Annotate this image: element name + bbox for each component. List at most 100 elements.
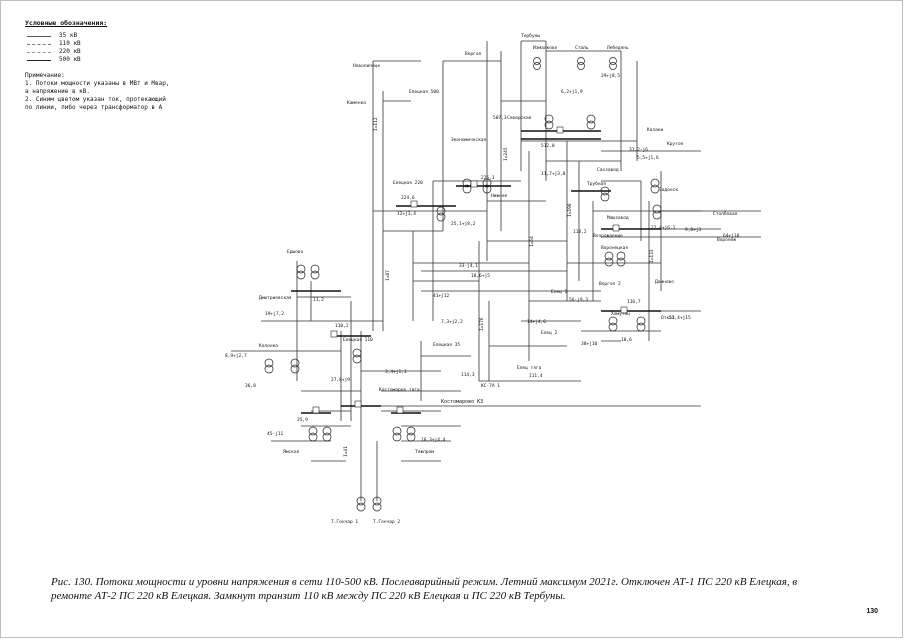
transformer-icon	[604, 251, 614, 267]
legend-label: 110 кВ	[59, 40, 81, 47]
transformer-icon	[406, 426, 416, 442]
node-label: Тяжпром	[415, 449, 434, 455]
scheme-labels: Новолипецк Елецкая 500 Елецкая 220 Елецк…	[225, 32, 740, 525]
switch-box	[612, 224, 620, 232]
voltage-label: 114,3	[461, 372, 475, 378]
transformer-icon	[310, 264, 320, 280]
network-scheme: Новолипецк Елецкая 500 Елецкая 220 Елецк…	[225, 32, 761, 525]
legend-line-swatch	[27, 36, 51, 37]
current-label: I=198	[567, 203, 573, 217]
node-label: Хомутец	[611, 311, 630, 317]
switch-box	[470, 180, 478, 188]
voltage-label: 111,4	[529, 373, 543, 379]
current-label: I=133	[649, 249, 655, 263]
transformer-icon	[609, 57, 617, 70]
voltage-label: 507,3	[493, 115, 507, 121]
legend-line-swatch	[27, 52, 51, 53]
node-label: Столбовая	[713, 210, 738, 217]
transformer-icon	[392, 426, 402, 442]
legend-label: 220 кВ	[59, 48, 81, 55]
node-label: Нижнее	[491, 193, 508, 199]
node-label: Сахзавод	[597, 167, 619, 173]
node-label: Задонск	[659, 187, 678, 193]
node-label: Возрождение	[593, 233, 623, 239]
node-label: Крутое	[667, 141, 684, 147]
node-label: Костомаров тяга	[379, 387, 420, 393]
legend-row: 220 кВ	[25, 48, 185, 56]
node-label: Дмитриевская	[259, 295, 292, 301]
flow-label: 56-j9,3	[569, 297, 588, 303]
note-line: Примечание:	[25, 72, 65, 79]
flow-label: 5,5+j1,6	[637, 155, 659, 161]
legend-row: 500 кВ	[25, 56, 185, 64]
transformer-icon	[650, 178, 660, 194]
scheme-wires	[231, 40, 761, 501]
voltage-label: 226,1	[481, 175, 495, 181]
switch-box	[330, 330, 338, 338]
node-label: Сталь	[575, 45, 589, 51]
node-label: Трубная	[587, 180, 606, 187]
note-line: 2. Синим цветом указан ток, протекающий	[25, 96, 166, 103]
transformer-icon	[577, 57, 585, 70]
node-label: Елец тяга	[517, 365, 542, 371]
transformer-icon	[482, 178, 492, 194]
legend-notes: Примечание: 1. Потоки мощности указаны в…	[25, 72, 185, 112]
flow-label: 38+j10	[581, 341, 598, 347]
flow-label: 31,2-j6	[629, 147, 648, 153]
note-line: а напряжение в кВ.	[25, 88, 91, 95]
node-label: Воргол 2	[599, 281, 621, 287]
transformer-icon	[322, 426, 332, 442]
flow-label: 27,8+j9	[331, 377, 350, 383]
legend-row: 110 кВ	[25, 40, 185, 48]
flow-label: 8,9+j2,7	[225, 353, 247, 359]
transformer-icon	[290, 358, 300, 374]
voltage-label: 110,2	[335, 323, 349, 329]
voltage-label: 35,9	[297, 417, 308, 423]
transformer-icon	[308, 426, 318, 442]
switch-box	[620, 306, 628, 314]
transformer-icon	[372, 496, 382, 512]
transformer-icon	[544, 114, 554, 130]
transformer-icon	[600, 186, 610, 202]
current-label: I=41	[343, 446, 349, 457]
legend-row: 35 кВ	[25, 32, 185, 40]
node-label: Воронеж	[717, 237, 736, 243]
note-line: по линии, либо через трансформатор в А	[25, 104, 163, 111]
transformer-icon	[352, 348, 362, 364]
node-label: Экономическая	[451, 137, 487, 143]
current-label: I=112	[373, 117, 379, 131]
transformer-icon	[264, 358, 274, 374]
flow-label: 6,2+j1,9	[561, 89, 583, 95]
voltage-label: 36,8	[245, 383, 256, 389]
node-label: Воргол	[465, 51, 482, 57]
flow-label: 33-j4,1	[459, 263, 478, 269]
node-label: Елецкая 220	[393, 180, 423, 186]
node-label: Тербуны	[521, 32, 540, 39]
transformer-icon	[533, 57, 541, 70]
node-label: Костомарово КЗ	[441, 399, 483, 405]
transformer-icon	[616, 251, 626, 267]
node-label: Домново	[655, 279, 674, 285]
node-label: Колонка	[259, 343, 278, 349]
transformer-icon	[636, 316, 646, 332]
flow-label: 25,1+j8,2	[451, 221, 476, 227]
node-label: Северская	[507, 115, 532, 121]
legend-label: 35 кВ	[59, 32, 78, 39]
legend-line-swatch	[27, 44, 51, 45]
flow-label: 18,6+j5	[471, 273, 490, 279]
node-label: Казаки	[647, 127, 664, 133]
switch-boxes	[312, 126, 628, 414]
node-label: Отказ	[661, 315, 675, 321]
node-label: Елецкая 500	[409, 89, 439, 95]
node-label: Лебедянь	[607, 44, 629, 51]
transformer-icon	[652, 204, 662, 220]
flow-label: 16,3+j4,4	[421, 437, 446, 443]
node-label: Ершово	[287, 249, 304, 255]
current-label: I=64	[529, 236, 535, 247]
transformer-icon	[296, 264, 306, 280]
switch-box	[312, 406, 320, 414]
voltage-label: 512,0	[541, 143, 555, 149]
node-label: Воронецкая	[601, 245, 628, 251]
